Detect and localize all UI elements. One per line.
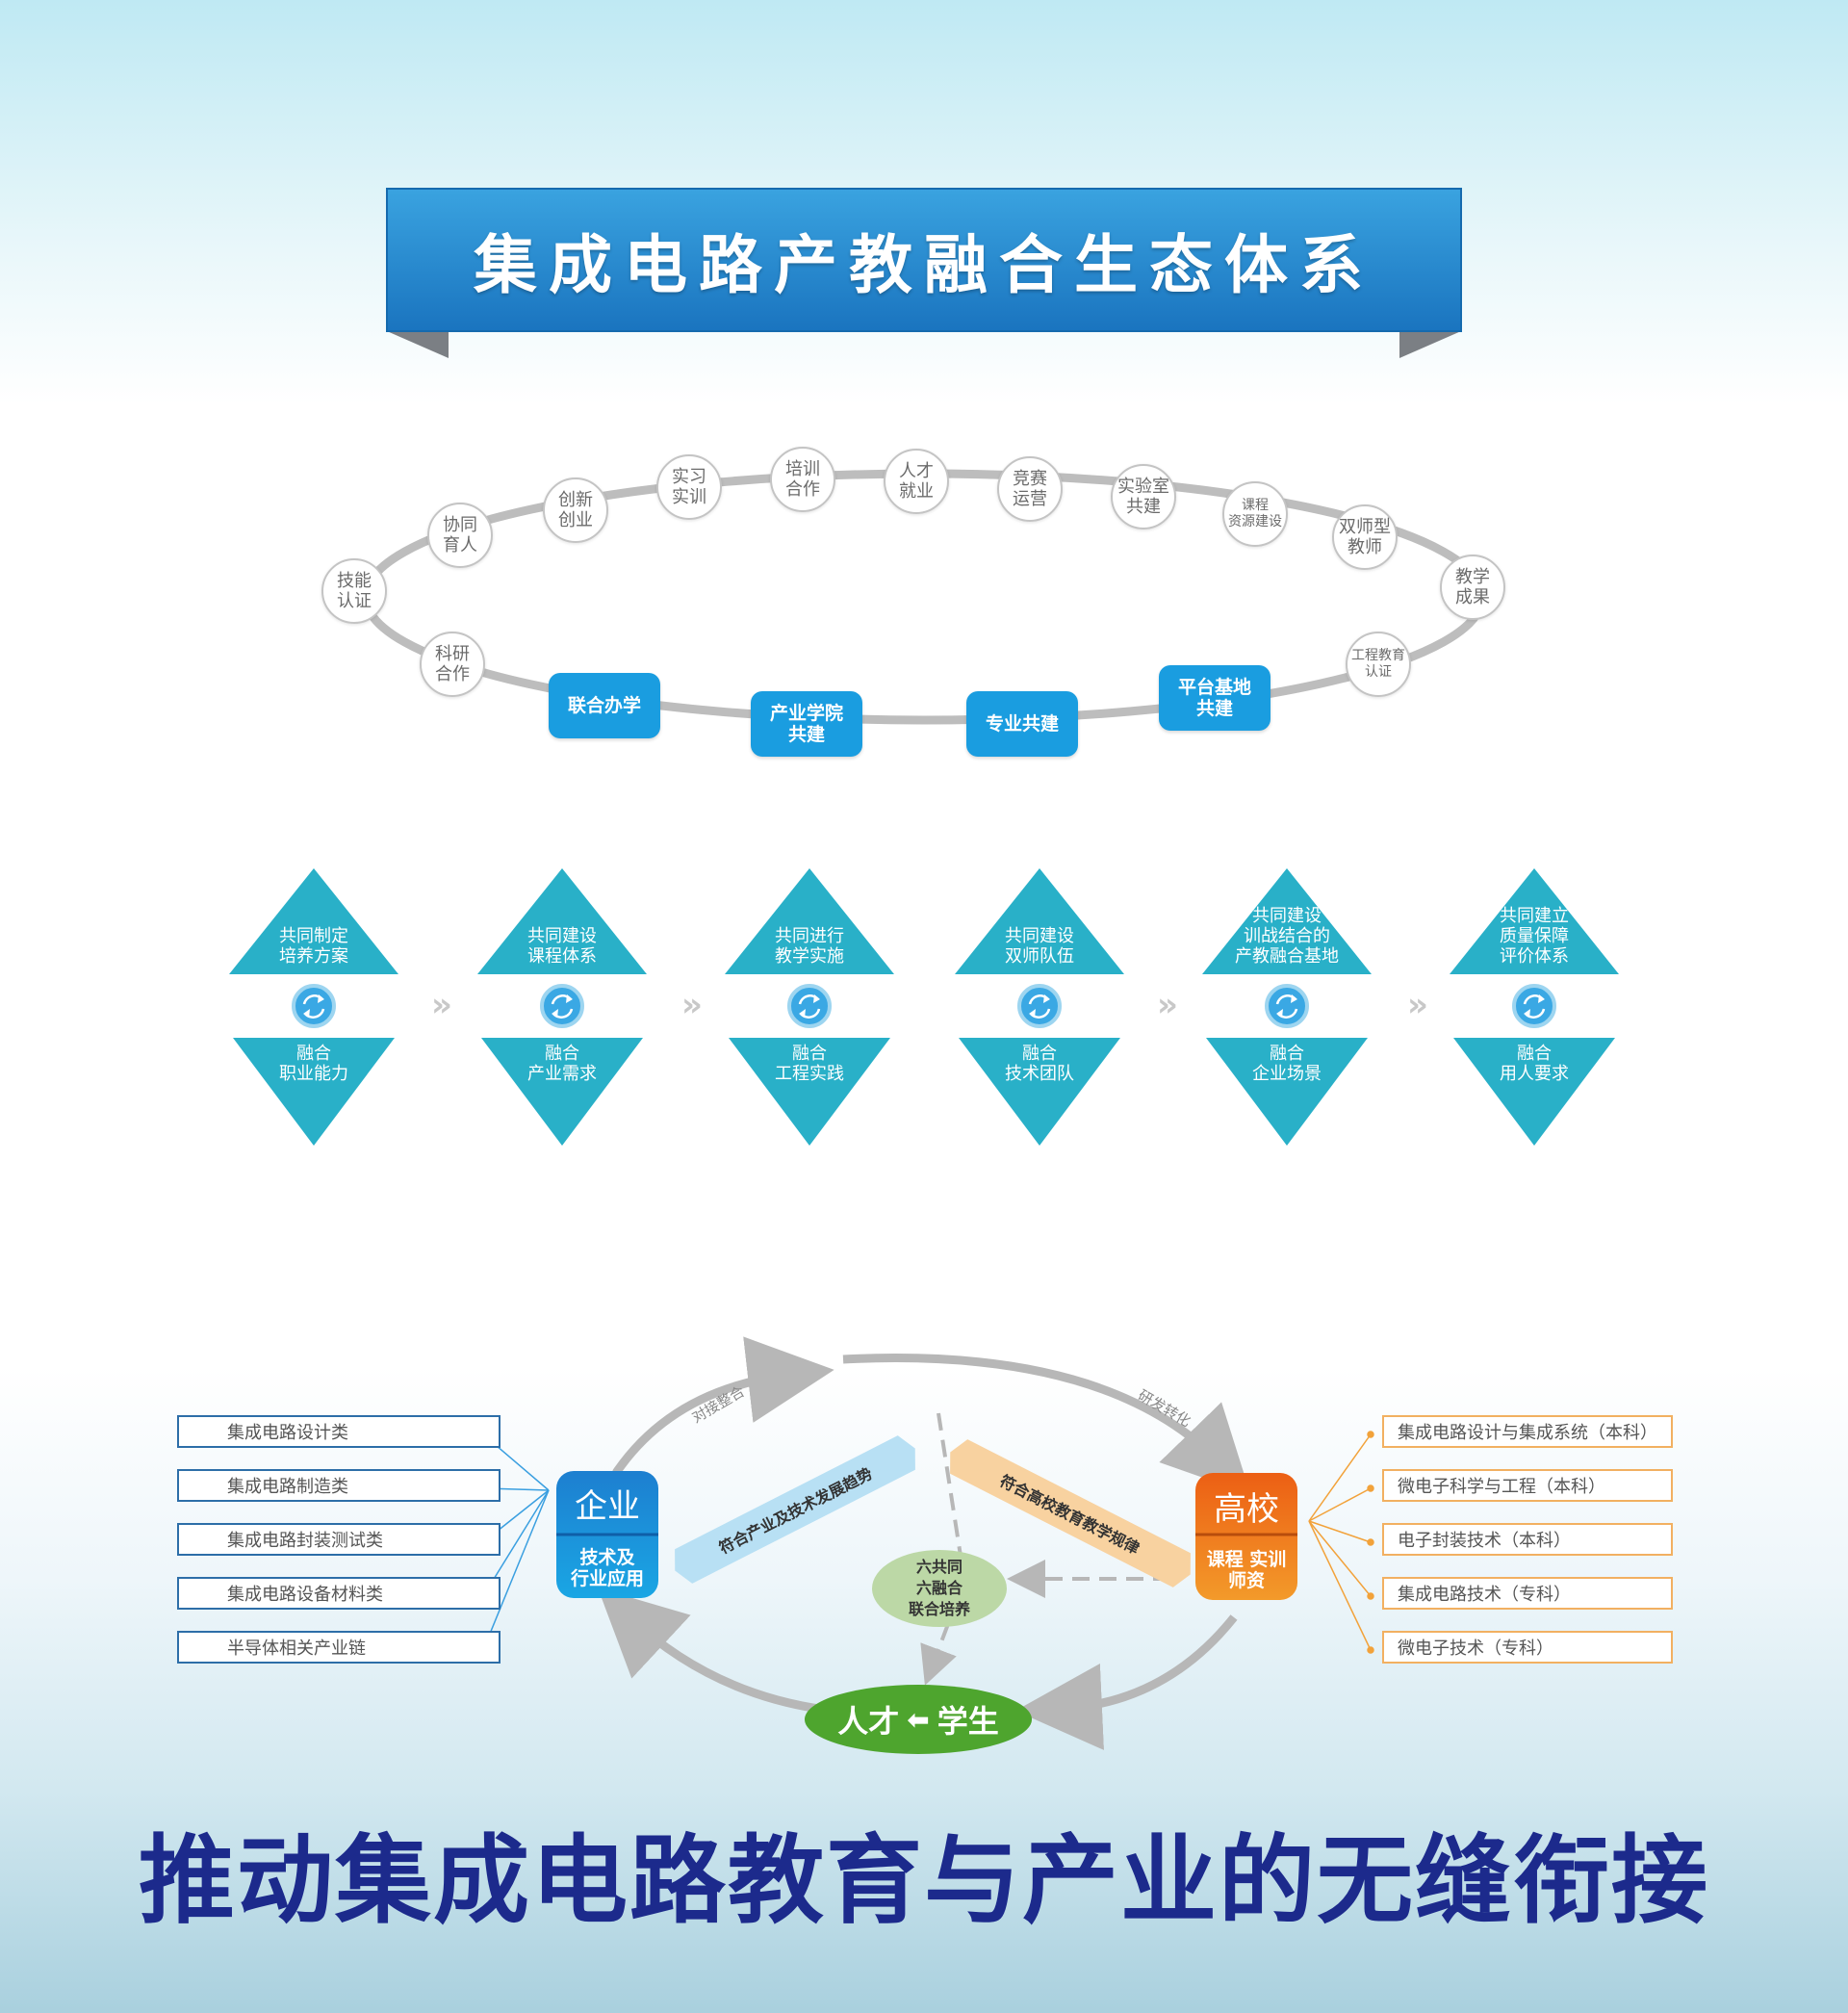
chevron-right-icon: » [1407,986,1428,1024]
step-0-bottom-label: 融合 职业能力 [279,1044,348,1084]
chevron-right-icon: » [1157,986,1178,1024]
arrow-bottom-left [598,1587,827,1715]
step-5-bottom-label: 融合 用人要求 [1500,1044,1569,1084]
ring-item-10: 教学 成果 [1440,555,1505,620]
step-3-bottom-triangle [959,1038,1120,1146]
banner-rect [386,188,1462,332]
industry-item-3: 集成电路设备材料类 [177,1577,500,1610]
ring-box-0: 联合办学 [549,673,660,738]
slogan: 推动集成电路教育与产业的无缝衔接 [139,1824,1709,1937]
ring-item-1: 协同 育人 [427,503,493,568]
ring-item-8: 课程 资源建设 [1222,481,1288,547]
center-label: 六共同 六融合 联合培养 [908,1558,970,1618]
enterprise-title: 企业 [575,1486,640,1526]
ring-item-4: 培训 合作 [770,447,835,512]
ring-box-3: 平台基地 共建 [1159,665,1270,731]
step-5-top-triangle [1450,868,1619,974]
university-title: 高校 [1214,1489,1279,1529]
major-item-0: 集成电路设计与集成系统（本科） [1382,1415,1673,1448]
ring-item-6: 竞赛 运营 [997,456,1063,522]
arrow-top-left [612,1336,834,1476]
step-2-bottom-label: 融合 工程实践 [775,1044,844,1084]
step-2-top-triangle [725,868,894,974]
enterprise-subtitle: 技术及 行业应用 [570,1547,644,1589]
industry-item-0: 集成电路设计类 [177,1415,500,1448]
major-item-4: 微电子技术（专科） [1382,1631,1673,1664]
ring-item-3: 实习 实训 [656,454,722,520]
ring-item-2: 创新 创业 [543,477,608,543]
student-text: 学生 [937,1703,999,1740]
step-0-bottom-triangle [233,1038,395,1146]
step-1-top-triangle [477,868,647,974]
banner-graphic [386,188,1462,358]
ring-item-11: 工程教育 认证 [1346,632,1411,697]
major-item-2: 电子封装技术（本科） [1382,1523,1673,1556]
cycle-graphic [479,1336,1374,1754]
step-1-top-label: 共同建设 课程体系 [527,926,597,967]
refresh-icon [1512,984,1556,1028]
step-1-bottom-label: 融合 产业需求 [527,1044,597,1084]
step-4-bottom-triangle [1206,1038,1368,1146]
ring-track [361,469,1487,725]
step-0-top-triangle [229,868,398,974]
ring-item-7: 实验室 共建 [1111,464,1176,529]
page-title: 集成电路产教融合生态体系 [474,228,1374,302]
step-3-bottom-label: 融合 技术团队 [1005,1044,1074,1084]
talent-ellipse [805,1685,1032,1754]
chevron-right-icon: » [431,986,452,1024]
major-item-3: 集成电路技术（专科） [1382,1577,1673,1610]
step-1-bottom-triangle [481,1038,643,1146]
ring-item-9: 双师型 教师 [1332,504,1398,570]
step-3-top-triangle [955,868,1124,974]
steps-graphic [229,868,1619,1146]
chevron-right-icon: » [681,986,703,1024]
ring-box-1: 产业学院 共建 [751,691,862,757]
step-4-bottom-label: 融合 企业场景 [1252,1044,1322,1084]
arrow-top-right [842,1354,1251,1495]
step-5-top-label: 共同建立 质量保障 评价体系 [1500,906,1569,967]
majors-connectors [1308,1431,1374,1654]
talent-label: 人才 ⬅ 学生 [805,1696,1032,1742]
banner-fold-left [387,331,449,358]
industry-item-2: 集成电路封装测试类 [177,1523,500,1556]
step-3-top-label: 共同建设 双师队伍 [1005,926,1074,967]
step-2-top-label: 共同进行 教学实施 [775,926,844,967]
university-node-bg [1195,1473,1297,1600]
step-0-top-label: 共同制定 培养方案 [279,926,348,967]
ribbon-left [675,1435,915,1584]
step-4-top-label: 共同建设 训战结合的 产教融合基地 [1235,906,1339,967]
refresh-icon [787,984,832,1028]
ribbon-right [950,1439,1191,1587]
center-ellipse [872,1550,1007,1627]
major-item-1: 微电子科学与工程（本科） [1382,1469,1673,1502]
refresh-icon [540,984,584,1028]
talent-text: 人才 [837,1703,900,1740]
arrow-left-icon: ⬅ [907,1703,930,1736]
arrow-bottom-right [1015,1614,1238,1750]
ring-item-0: 技能 认证 [321,558,387,624]
ring-item-5: 人才 就业 [884,449,949,514]
step-4-top-triangle [1202,868,1372,974]
industry-item-1: 集成电路制造类 [177,1469,500,1502]
step-2-bottom-triangle [729,1038,890,1146]
refresh-icon [1265,984,1309,1028]
ring-item-12: 科研 合作 [420,632,485,697]
banner-fold-right [1399,331,1461,358]
refresh-icon [292,984,336,1028]
refresh-icon [1017,984,1062,1028]
university-subtitle: 课程 实训 师资 [1206,1549,1287,1591]
ring-box-2: 专业共建 [966,691,1078,757]
industry-item-4: 半导体相关产业链 [177,1631,500,1664]
step-5-bottom-triangle [1453,1038,1615,1146]
